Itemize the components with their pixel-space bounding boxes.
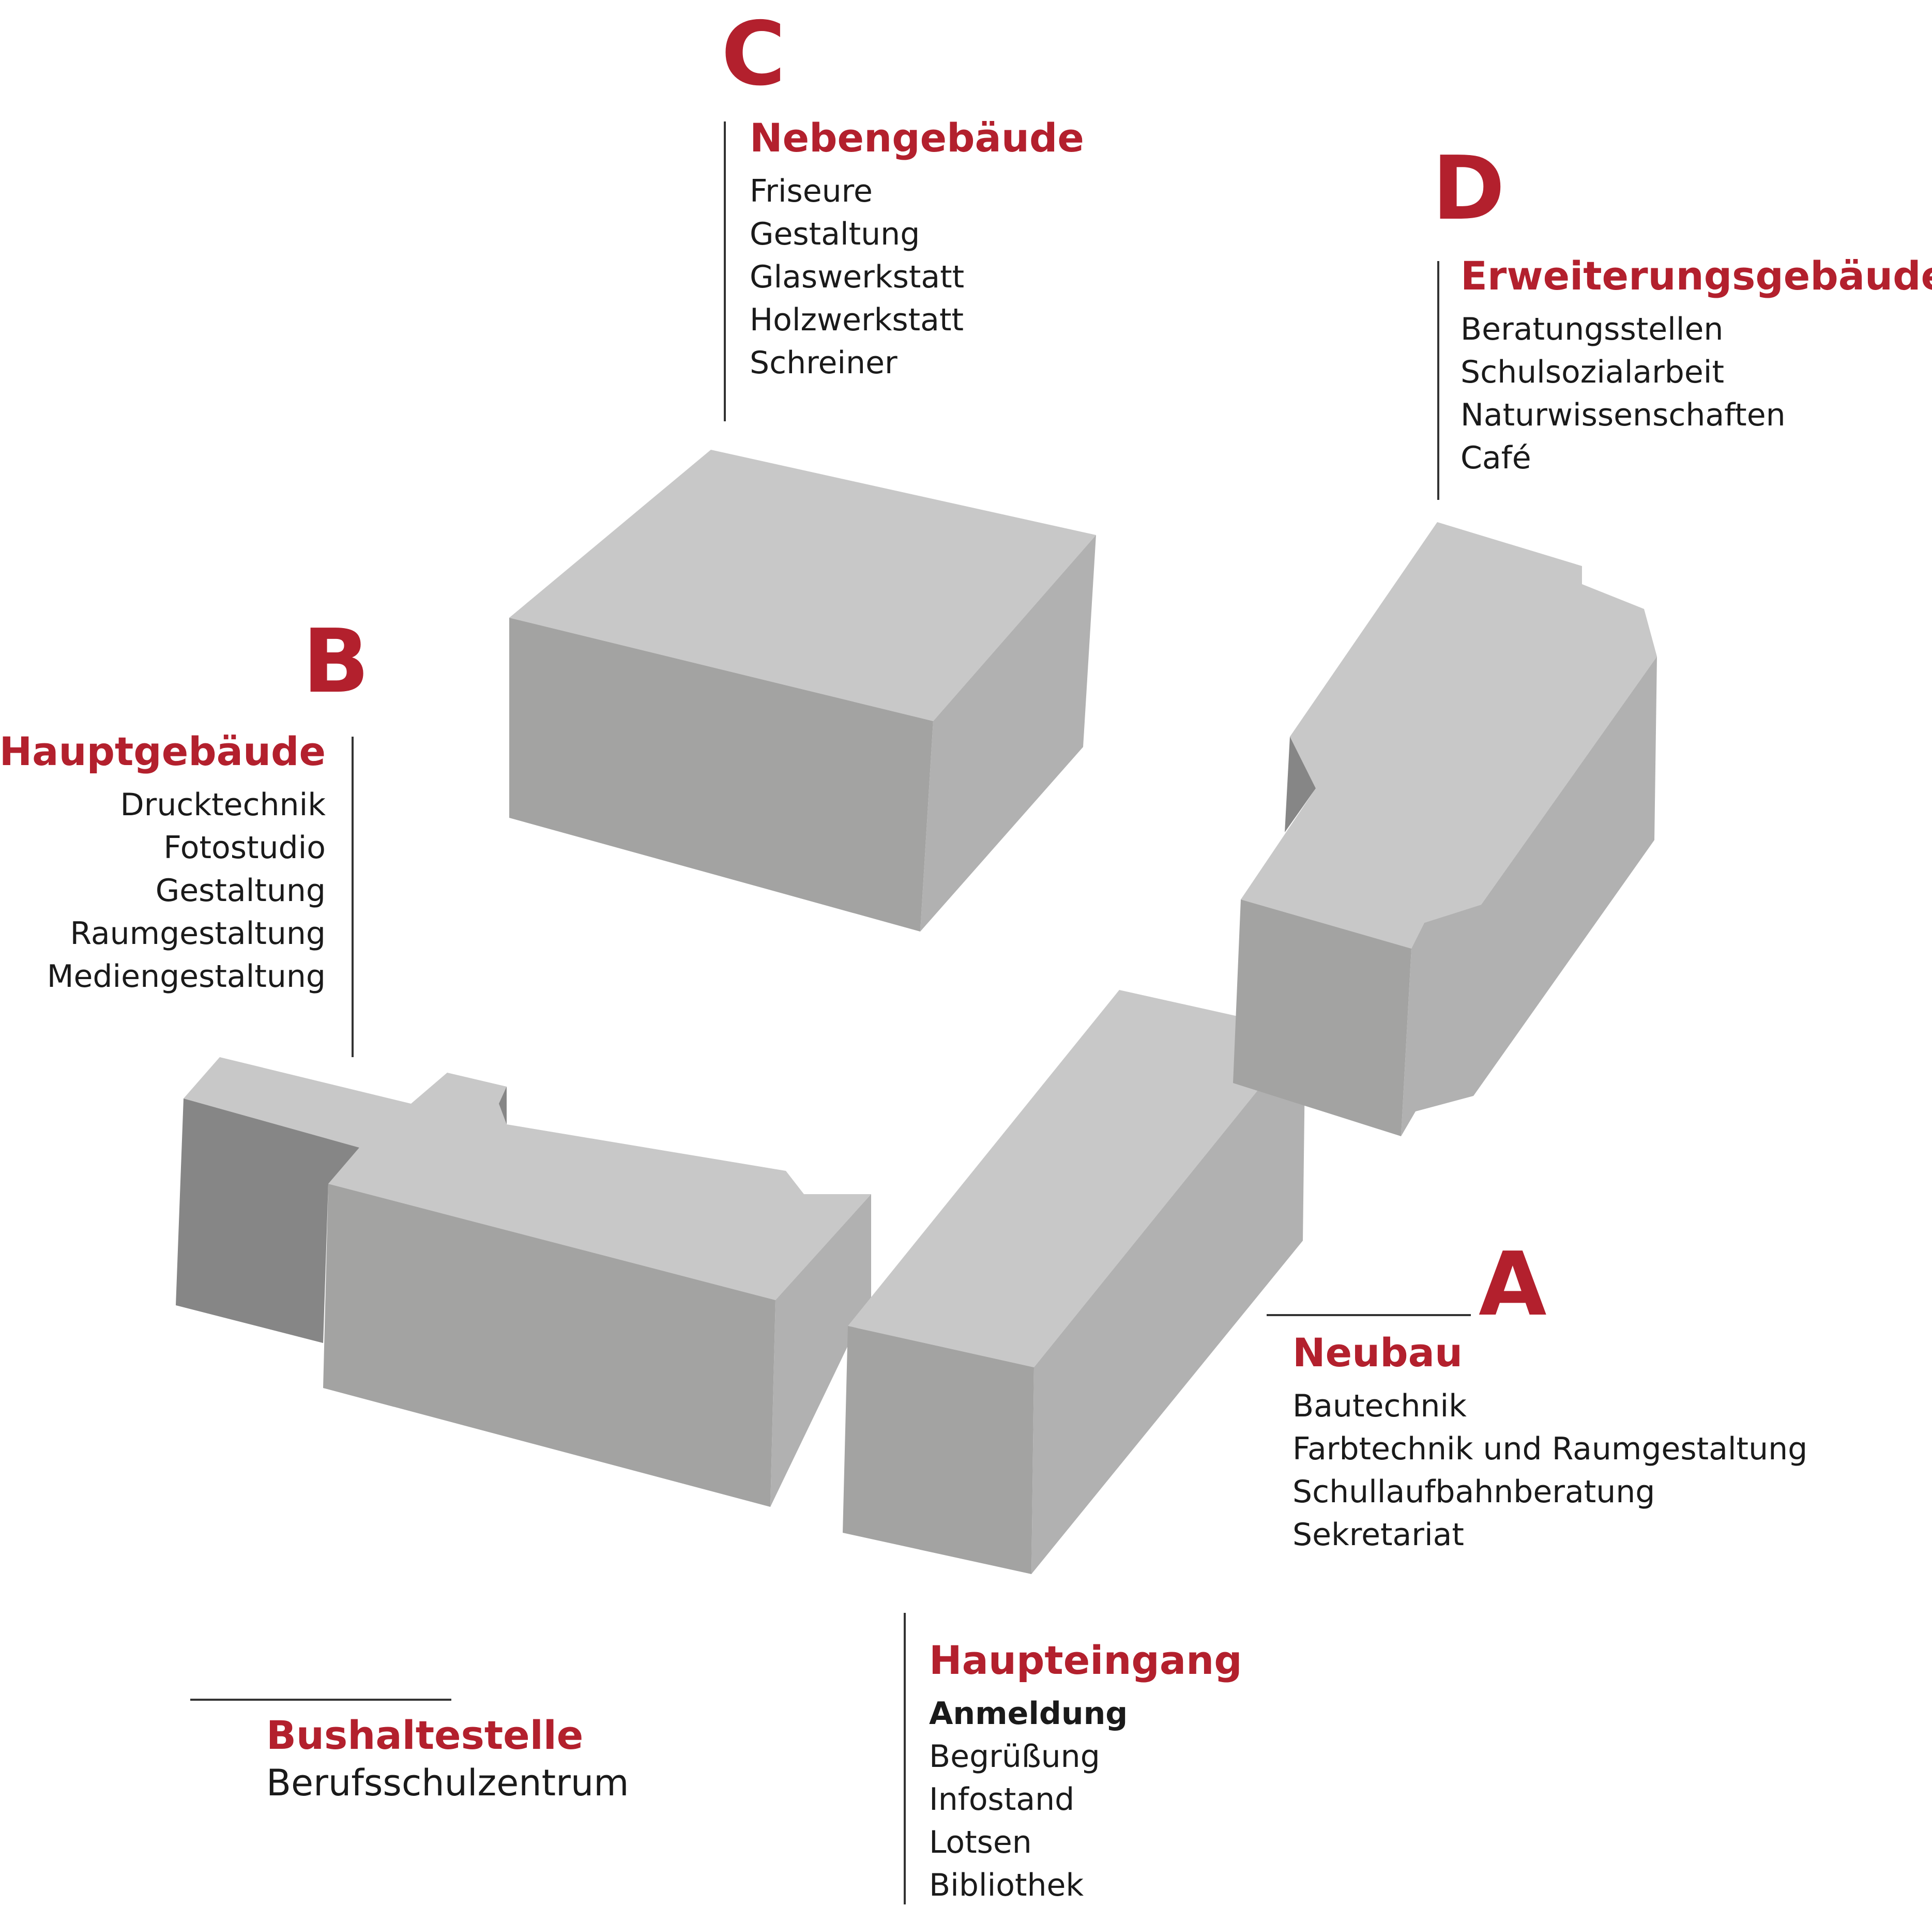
list-item: Begrüßung — [929, 1738, 1100, 1775]
list-item: Holzwerkstatt — [750, 301, 964, 338]
leader-line-b — [352, 737, 354, 1057]
leader-line-entrance — [904, 1613, 906, 1904]
list-item: Gestaltung — [155, 872, 326, 909]
list-item: Lotsen — [929, 1824, 1032, 1860]
list-item: Bautechnik — [1292, 1387, 1467, 1424]
list-item: Naturwissenschaften — [1461, 396, 1786, 433]
list-item: Café — [1461, 439, 1531, 476]
list-item: Schulsozialarbeit — [1461, 354, 1724, 390]
building-d-label: Erweiterungsgebäude Beratungsstellen Sch… — [1461, 254, 1932, 480]
list-item: Glaswerkstatt — [750, 258, 965, 295]
list-item: Mediengestaltung — [47, 958, 326, 995]
building-b-label: Hauptgebäude Drucktechnik Fotostudio Ges… — [0, 730, 326, 998]
list-item: Infostand — [929, 1781, 1075, 1818]
leader-line-c — [724, 121, 726, 421]
building-a-list: Bautechnik Farbtechnik und Raumgestaltun… — [1292, 1385, 1807, 1557]
entrance-list: Anmeldung Begrüßung Infostand Lotsen Bib… — [929, 1692, 1242, 1907]
list-item: Gestaltung — [750, 216, 920, 252]
building-a-label: Neubau Bautechnik Farbtechnik und Raumge… — [1292, 1331, 1807, 1557]
bus-stop-name: Berufsschulzentrum — [266, 1761, 629, 1804]
list-item: Schullaufbahnberatung — [1292, 1473, 1655, 1510]
list-item: Schreiner — [750, 344, 897, 381]
list-item: Fotostudio — [163, 829, 326, 866]
list-item: Sekretariat — [1292, 1516, 1464, 1553]
entrance-label: Haupteingang Anmeldung Begrüßung Infosta… — [929, 1639, 1242, 1907]
building-d-title: Erweiterungsgebäude — [1461, 253, 1932, 299]
building-b-list: Drucktechnik Fotostudio Gestaltung Raumg… — [0, 784, 326, 998]
building-b-letter: B — [302, 611, 370, 713]
leader-line-a — [1267, 1314, 1471, 1316]
building-c-label: Nebengebäude Friseure Gestaltung Glaswer… — [750, 116, 1084, 385]
building-a-title: Neubau — [1292, 1330, 1463, 1376]
building-b-shape — [176, 1057, 871, 1507]
building-b-title: Hauptgebäude — [0, 728, 326, 774]
list-item: Bibliothek — [929, 1867, 1084, 1903]
list-item: Raumgestaltung — [70, 915, 326, 952]
building-c-shape — [509, 450, 1096, 932]
building-c-letter: C — [721, 3, 786, 105]
building-a-shape — [843, 990, 1305, 1574]
list-item: Beratungsstellen — [1461, 311, 1724, 347]
building-a-letter: A — [1479, 1233, 1547, 1336]
list-item: Friseure — [750, 173, 873, 209]
building-d-letter: D — [1432, 138, 1505, 240]
bus-stop-label: Bushaltestelle Berufsschulzentrum — [266, 1714, 629, 1805]
list-item: Farbtechnik und Raumgestaltung — [1292, 1430, 1808, 1467]
building-d-list: Beratungsstellen Schulsozialarbeit Natur… — [1461, 308, 1932, 480]
bus-stop-title: Bushaltestelle — [266, 1712, 584, 1758]
building-c-list: Friseure Gestaltung Glaswerkstatt Holzwe… — [750, 170, 1084, 385]
building-c-title: Nebengebäude — [750, 115, 1084, 161]
entrance-title: Haupteingang — [929, 1637, 1242, 1683]
leader-line-bus — [190, 1699, 451, 1701]
leader-line-d — [1437, 261, 1439, 500]
entrance-highlight: Anmeldung — [929, 1695, 1128, 1732]
building-d-shape — [1233, 522, 1657, 1136]
list-item: Drucktechnik — [120, 786, 326, 823]
